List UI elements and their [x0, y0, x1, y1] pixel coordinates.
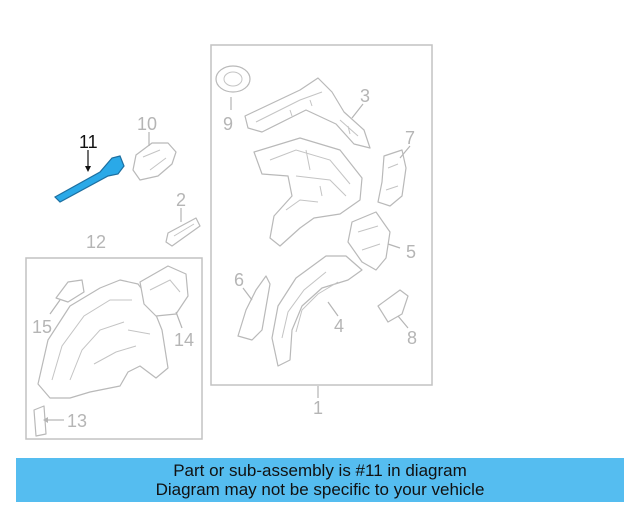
part-9 — [215, 65, 251, 110]
callout-15[interactable]: 15 — [32, 317, 52, 337]
callout-10[interactable]: 10 — [137, 114, 157, 134]
callout-7[interactable]: 7 — [405, 128, 415, 148]
part-2 — [165, 208, 201, 247]
part-15 — [49, 279, 85, 315]
callout-9[interactable]: 9 — [223, 114, 233, 134]
callout-5[interactable]: 5 — [406, 242, 416, 262]
part-10 — [132, 132, 177, 181]
callout-4[interactable]: 4 — [334, 316, 344, 336]
callout-2[interactable]: 2 — [176, 190, 186, 210]
assembly-1-box — [210, 44, 433, 386]
part-11-highlighted[interactable] — [54, 150, 125, 203]
banner-line-1: Part or sub-assembly is #11 in diagram — [173, 461, 467, 480]
callout-14[interactable]: 14 — [174, 330, 194, 350]
callout-6[interactable]: 6 — [234, 270, 244, 290]
part-8 — [377, 289, 409, 329]
assembly-12-box — [25, 257, 203, 440]
callout-12[interactable]: 12 — [86, 232, 106, 252]
part-3 — [244, 77, 371, 149]
callout-1[interactable]: 1 — [313, 398, 323, 418]
part-14 — [139, 265, 189, 329]
callout-13[interactable]: 13 — [67, 411, 87, 431]
banner-line-2: Diagram may not be specific to your vehi… — [155, 480, 485, 499]
info-banner: Part or sub-assembly is #11 in diagram D… — [16, 458, 624, 502]
callout-3[interactable]: 3 — [360, 86, 370, 106]
inner-panel — [253, 137, 363, 247]
callout-8[interactable]: 8 — [407, 328, 417, 348]
part-12-wheelhouse — [37, 279, 169, 399]
part-13 — [33, 405, 64, 437]
part-4 — [271, 255, 363, 367]
part-7 — [377, 145, 411, 207]
part-6 — [237, 275, 271, 341]
callout-11[interactable]: 11 — [79, 132, 98, 152]
part-5 — [347, 211, 401, 271]
